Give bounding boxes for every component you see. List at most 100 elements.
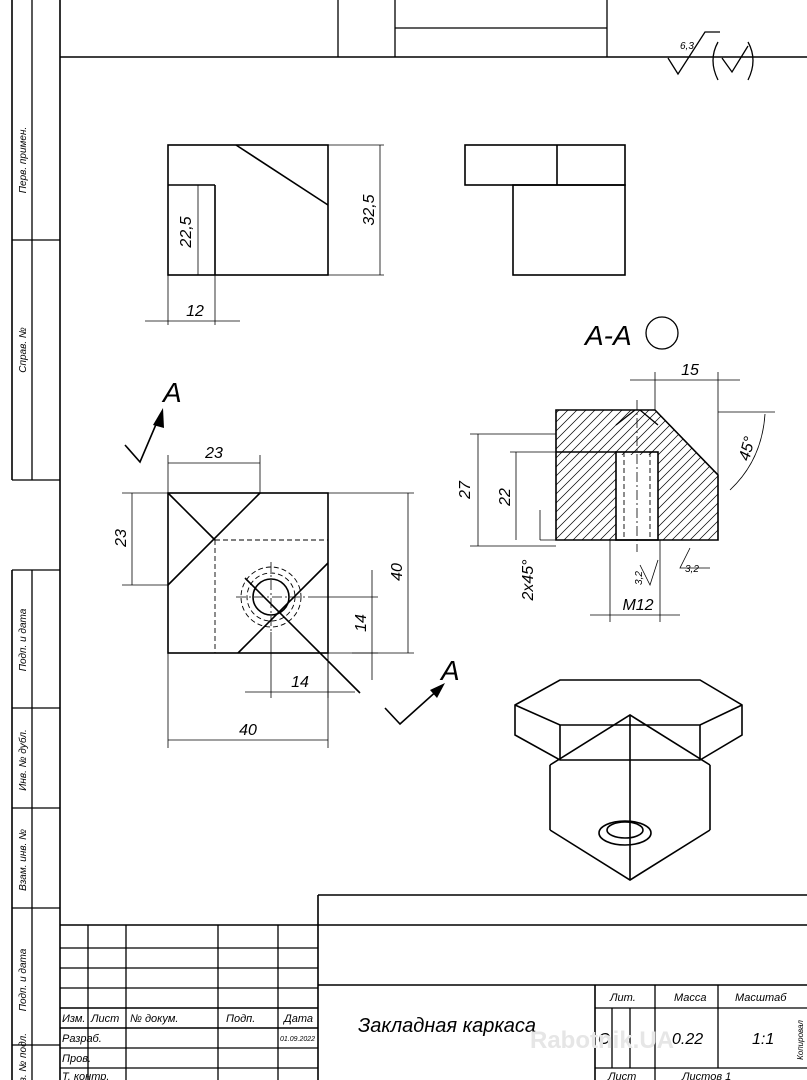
title-block: Изм. Лист № докум. Подп. Дата Разраб. 01… bbox=[60, 894, 807, 1080]
hatch-line bbox=[556, 410, 628, 540]
side-labels: Перв. примен. Справ. № Подп. и дата Инв.… bbox=[17, 127, 29, 1080]
hatch-line bbox=[556, 410, 610, 540]
dim-plan-23-v: 23 bbox=[113, 529, 130, 548]
isometric-view bbox=[514, 679, 743, 881]
listov-label: Листов 1 bbox=[681, 1071, 731, 1080]
label-inv-dubl: Инв. № дубл. bbox=[17, 729, 29, 791]
hatch-line bbox=[556, 410, 592, 540]
hatch-line bbox=[556, 410, 601, 540]
dim-plan-23-h: 23 bbox=[204, 445, 223, 462]
row-prov: Пров. bbox=[62, 1053, 91, 1065]
dim-plan-14-h: 14 bbox=[291, 674, 309, 691]
hatch-line bbox=[630, 410, 718, 540]
dim-plan-40-v: 40 bbox=[389, 563, 406, 581]
dim-32-5: 32,5 bbox=[361, 194, 378, 225]
label-podp-data-1: Подп. и дата bbox=[18, 608, 29, 671]
dim-sec-thread: M12 bbox=[622, 597, 653, 614]
hatch-line bbox=[766, 405, 807, 545]
section-mark-a-bottom: А bbox=[439, 655, 460, 686]
hatch-line bbox=[739, 405, 807, 545]
hatch-line bbox=[576, 410, 718, 540]
rough-b: 3,2 bbox=[685, 564, 699, 575]
hatch-line bbox=[556, 410, 574, 540]
label-sprav: Справ. № bbox=[18, 327, 29, 373]
hatch-line bbox=[556, 410, 637, 540]
side-view bbox=[464, 144, 626, 276]
copy-text: Копировал bbox=[796, 1020, 805, 1060]
list-label: Лист bbox=[607, 1071, 636, 1080]
hatch-line bbox=[639, 410, 718, 540]
hatch-line bbox=[711, 410, 718, 540]
hatch-line bbox=[585, 410, 718, 540]
dim-12: 12 bbox=[186, 303, 204, 320]
hatch-line bbox=[556, 410, 565, 540]
label-podp-data-2: Подп. и дата bbox=[18, 948, 29, 1011]
hatch-line bbox=[621, 410, 718, 540]
col-izm: Изм. bbox=[62, 1013, 85, 1025]
dim-sec-22: 22 bbox=[497, 488, 514, 507]
hatch-line bbox=[657, 410, 718, 540]
hatch-line bbox=[684, 410, 718, 540]
label-inv-podl: Инв. № подл. bbox=[18, 1033, 29, 1080]
hatch-line bbox=[802, 405, 807, 545]
hatch-line bbox=[648, 410, 718, 540]
row-razrab-date: 01.09.2022 bbox=[280, 1036, 315, 1043]
hatch-line bbox=[556, 410, 673, 540]
masshtab-value: 1:1 bbox=[752, 1031, 774, 1048]
part-title: Закладная каркаса bbox=[358, 1015, 536, 1037]
sheet-frame bbox=[11, 0, 807, 1080]
hatch-line bbox=[556, 410, 682, 540]
col-docum: № докум. bbox=[130, 1013, 178, 1025]
hatch-line bbox=[730, 405, 807, 545]
dim-plan-40-h: 40 bbox=[239, 722, 257, 739]
row-razrab: Разраб. bbox=[62, 1033, 102, 1045]
hatch-line bbox=[556, 410, 583, 540]
hatch-line bbox=[567, 410, 709, 540]
watermark: Rabotnik.UA bbox=[530, 1027, 674, 1054]
label-perv-primen: Перв. примен. bbox=[18, 127, 29, 193]
hatch-line bbox=[775, 405, 807, 545]
hatch-line bbox=[757, 405, 807, 545]
hatch-line bbox=[556, 410, 646, 540]
dim-22-5: 22,5 bbox=[178, 216, 195, 248]
hatch-line bbox=[406, 405, 546, 545]
dim-sec-15: 15 bbox=[681, 362, 699, 379]
rough-a: 3,2 bbox=[634, 571, 645, 585]
dim-sec-chamfer: 2х45° bbox=[520, 559, 537, 602]
label-vzam-inv: Взам. инв. № bbox=[18, 829, 29, 891]
lit-value: О bbox=[598, 1031, 610, 1048]
hatch-line bbox=[556, 410, 664, 540]
hatch-line bbox=[558, 410, 700, 540]
dim-sec-45: 45° bbox=[736, 434, 759, 462]
hatch-line bbox=[556, 410, 655, 540]
surface-finish-value: 6,3 bbox=[680, 41, 694, 52]
dim-plan-14-v: 14 bbox=[353, 614, 370, 632]
hatch-line bbox=[556, 410, 691, 540]
hatch-line bbox=[693, 410, 718, 540]
hatch-line bbox=[603, 410, 718, 540]
lit-label: Лит. bbox=[609, 992, 636, 1004]
hatch-line bbox=[415, 405, 555, 545]
masshtab-label: Масштаб bbox=[735, 992, 787, 1004]
hatch-line bbox=[748, 405, 807, 545]
hatch-line bbox=[556, 410, 619, 540]
dim-sec-27: 27 bbox=[457, 480, 474, 500]
hatch-line bbox=[612, 410, 718, 540]
front-view: 22,5 32,5 12 bbox=[145, 144, 384, 325]
section-mark-a-top: А bbox=[161, 377, 182, 408]
section-view: А-А 15 45° 27 22 2х45° M12 3,2 3,2 bbox=[406, 316, 807, 622]
col-data: Дата bbox=[282, 1013, 313, 1025]
massa-value: 0.22 bbox=[672, 1031, 703, 1048]
surface-finish-symbol: 6,3 bbox=[667, 31, 754, 81]
section-hatch bbox=[406, 405, 807, 545]
massa-label: Масса bbox=[674, 992, 707, 1004]
hatch-line bbox=[784, 405, 807, 545]
section-title: А-А bbox=[583, 320, 632, 351]
row-tkontr: Т. контр. bbox=[62, 1071, 109, 1080]
hatch-line bbox=[666, 410, 718, 540]
plan-view: 23 23 40 14 14 40 А А bbox=[113, 377, 460, 748]
hatch-line bbox=[793, 405, 807, 545]
hatch-line bbox=[675, 410, 718, 540]
col-podp: Подп. bbox=[226, 1013, 255, 1025]
